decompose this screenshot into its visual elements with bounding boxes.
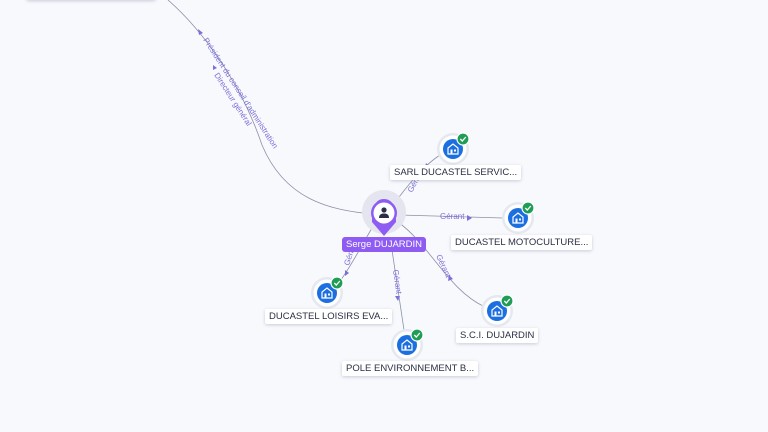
company-icon [401,339,413,351]
company-label-loisirs[interactable]: DUCASTEL LOISIRS EVA... [265,309,393,324]
edge-sci [397,221,486,308]
edge-loisirs [339,227,373,282]
edge-label-president: Président du conseil d'administration [201,36,279,150]
company-label-sci[interactable]: S.C.I. DUJARDIN [456,328,539,343]
company-node-sci[interactable] [481,294,514,327]
company-node-pole[interactable] [391,328,424,361]
arrow-pole [395,296,400,301]
arrow-sci [448,275,453,281]
company-label-motoculture[interactable]: DUCASTEL MOTOCULTURE... [451,235,593,250]
company-label-pole[interactable]: POLE ENVIRONNEMENT B... [342,361,479,376]
arrow-president [198,29,203,35]
company-icon [512,212,524,224]
check-icon [330,276,344,290]
arrow-loisirs [345,270,349,276]
check-icon [500,294,514,308]
company-node-motoculture[interactable] [502,201,535,234]
company-label-sarl[interactable]: SARL DUCASTEL SERVIC... [390,165,522,180]
check-icon [521,201,535,215]
edge-label-pole: Gérant [391,269,403,295]
company-node-sarl[interactable] [437,132,470,165]
company-node-loisirs[interactable] [311,276,344,309]
edge-pole [391,249,405,331]
edge-motoculture [399,214,504,219]
check-icon [410,328,424,342]
company-icon [447,143,459,155]
edge-label-motoculture: Gérant [440,212,465,221]
arrow-motoculture [467,215,472,221]
person-node[interactable] [362,190,406,236]
check-icon [456,132,470,146]
company-icon [321,287,333,299]
person-name-label[interactable]: Serge DUJARDIN [342,237,427,252]
arrow-directeur [213,65,217,70]
edge-label-sci: Gérant [434,253,453,280]
company-icon [491,305,503,317]
person-icon [379,207,389,218]
edge-president [167,0,373,215]
